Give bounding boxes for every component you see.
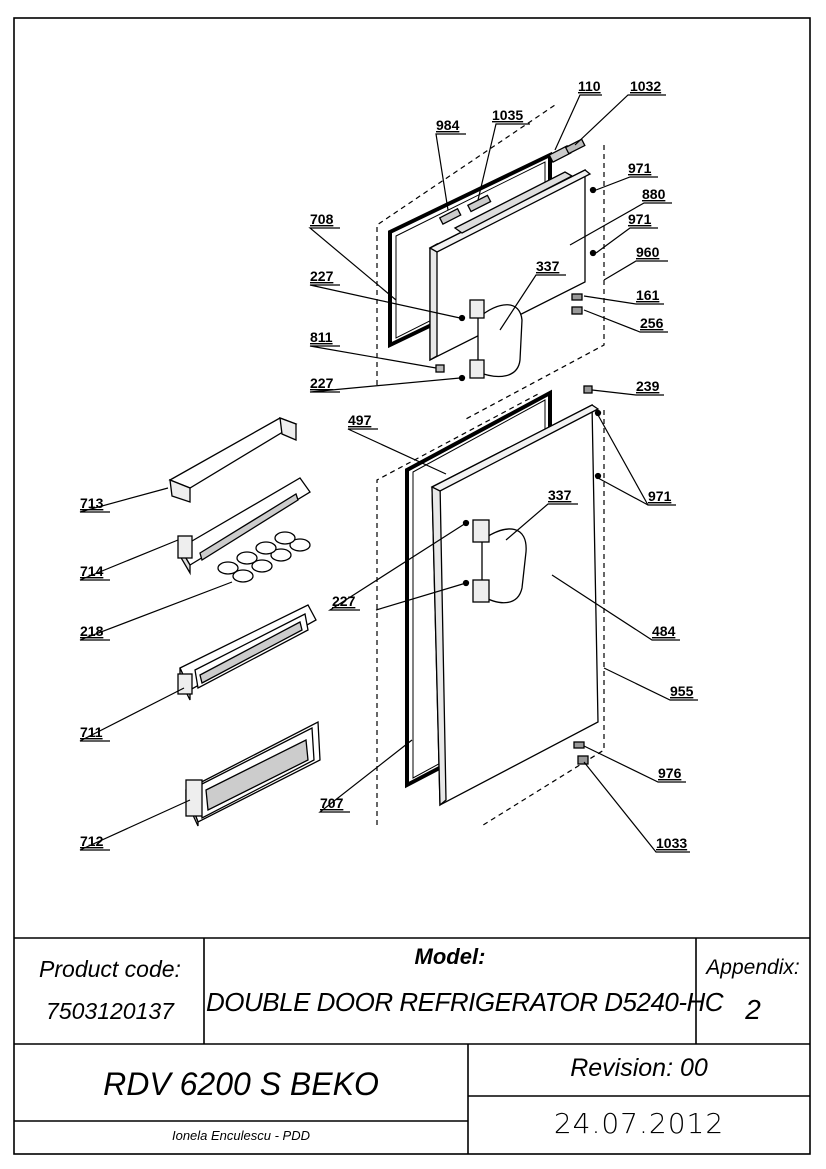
part-label-110: 110 — [578, 78, 601, 94]
part-label-484: 484 — [652, 623, 676, 639]
part-label-811: 811 — [310, 329, 333, 345]
part-label-227-upper-a: 227 — [310, 268, 334, 284]
part-label-239: 239 — [636, 378, 660, 394]
date: 24.07.2012 — [553, 1107, 725, 1140]
part-label-971-upper-mid: 971 — [628, 211, 652, 227]
shelf-cover — [168, 417, 298, 489]
part-label-714: 714 — [80, 563, 104, 579]
part-label-337-lower: 337 — [548, 487, 572, 503]
egg-tray — [217, 531, 311, 583]
product-name: RDV 6200 S BEKO — [103, 1066, 379, 1102]
part-label-971-lower: 971 — [648, 488, 672, 504]
model-label: Model: — [414, 944, 486, 969]
part-label-713: 713 — [80, 495, 104, 511]
author: Ionela Enculescu - PDD — [171, 1128, 310, 1143]
part-label-711: 711 — [80, 724, 103, 740]
part-label-218: 218 — [80, 623, 104, 639]
sheet-border — [13, 17, 811, 1155]
part-label-227-upper-b: 227 — [310, 375, 334, 391]
product-code-label: Product code: — [39, 956, 181, 982]
part-label-960: 960 — [636, 244, 660, 260]
part-label-256: 256 — [640, 315, 664, 331]
appendix-label: Appendix: — [706, 956, 800, 979]
lower-handle — [481, 528, 527, 604]
model-name: DOUBLE DOOR REFRIGERATOR D5240-HC — [206, 987, 724, 1017]
part-label-984: 984 — [436, 117, 460, 133]
part-label-708: 708 — [310, 211, 334, 227]
appendix-number: 2 — [745, 994, 761, 1025]
part-label-161: 161 — [636, 287, 660, 303]
part-label-955: 955 — [670, 683, 694, 699]
part-label-227-lower: 227 — [332, 593, 356, 609]
part-label-1035: 1035 — [492, 107, 523, 123]
part-label-337-upper: 337 — [536, 258, 560, 274]
part-label-712: 712 — [80, 833, 104, 849]
part-label-1032: 1032 — [630, 78, 661, 94]
title-block-grid — [14, 937, 810, 1154]
leader-lines — [79, 94, 698, 853]
upper-handle — [477, 304, 523, 378]
part-labels: 110 1032 984 1035 971 880 971 708 960 33… — [80, 78, 694, 851]
part-label-971-upper-top: 971 — [628, 160, 652, 176]
part-label-976: 976 — [658, 765, 682, 781]
dashed-envelopes — [376, 104, 605, 828]
part-label-1033: 1033 — [656, 835, 687, 851]
door-shelves — [168, 417, 321, 827]
part-label-880: 880 — [642, 186, 666, 202]
part-label-497: 497 — [348, 412, 372, 428]
revision: Revision: 00 — [570, 1054, 708, 1082]
lower-door — [405, 385, 602, 807]
upper-door — [388, 138, 597, 382]
part-label-707: 707 — [320, 795, 344, 811]
product-code: 7503120137 — [46, 998, 174, 1024]
